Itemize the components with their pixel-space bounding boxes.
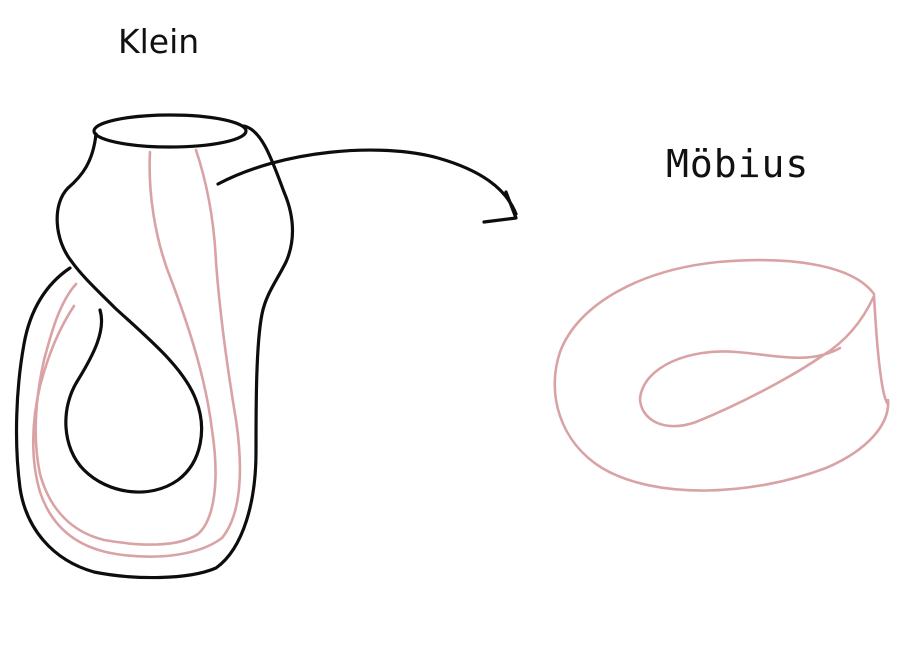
klein-bottle-right-side: [14, 124, 295, 580]
mobius-label: Möbius: [666, 142, 810, 186]
klein-strip-edge-right: [31, 148, 242, 558]
mobius-strip-twist: [872, 294, 890, 406]
transformation-arrow: [216, 148, 518, 224]
arrow-head-icon: [482, 190, 518, 224]
klein-strip-edge-left: [34, 150, 217, 546]
mobius-strip: [553, 258, 890, 492]
klein-bottle-left-neck: [55, 132, 204, 494]
mobius-strip-inner-edge: [638, 294, 876, 428]
klein-label: Klein: [118, 22, 200, 61]
klein-bottle: [14, 113, 295, 580]
klein-bottle-mouth: [92, 113, 248, 149]
arrow-shaft: [216, 148, 518, 216]
klein-strip: [31, 148, 242, 558]
mobius-strip-outer-edge: [553, 258, 890, 492]
